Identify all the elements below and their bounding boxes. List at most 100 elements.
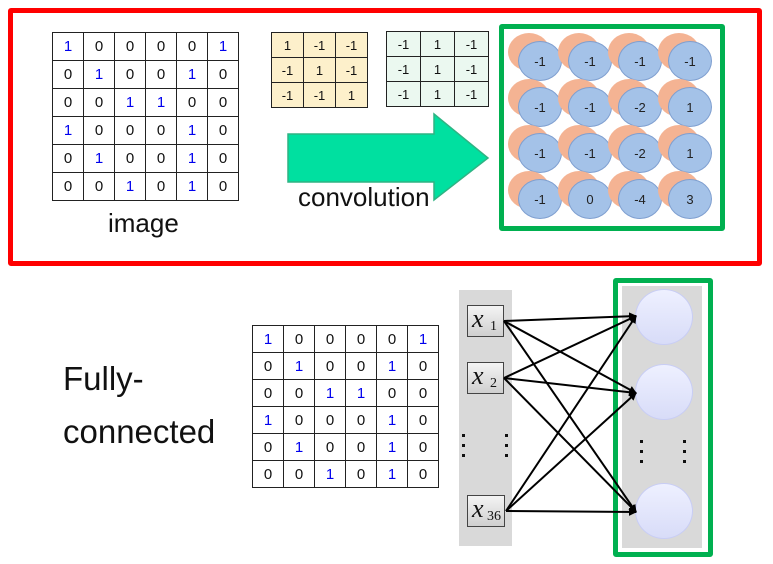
input-node-x2: x 2 bbox=[467, 361, 504, 394]
matrix-cell: 0 bbox=[83, 88, 115, 117]
feature-map-cell: -1 bbox=[558, 33, 612, 81]
matrix-cell: 0 bbox=[52, 88, 84, 117]
wire-x1-to-h0 bbox=[503, 315, 637, 379]
matrix-cell: 0 bbox=[283, 325, 315, 353]
feature-map-cell: 1 bbox=[658, 79, 712, 127]
matrix-cell: 0 bbox=[345, 352, 377, 380]
matrix-cell: 1 bbox=[176, 60, 208, 89]
input-ellipsis-left-icon bbox=[462, 434, 466, 464]
filter1-response-value: -1 bbox=[518, 87, 562, 127]
feature-map-cell: -1 bbox=[508, 125, 562, 173]
matrix-cell: 1 bbox=[176, 172, 208, 201]
filter1-response-value: 1 bbox=[668, 87, 712, 127]
filter1-response-value: -1 bbox=[618, 41, 662, 81]
matrix-cell: 0 bbox=[145, 60, 177, 89]
wire-x1-to-h2 bbox=[503, 377, 637, 513]
wire-x0-to-h0 bbox=[503, 312, 637, 322]
filter1-response-value: -1 bbox=[518, 133, 562, 173]
filter1-response-value: -4 bbox=[618, 179, 662, 219]
wire-x0-to-h1 bbox=[503, 320, 637, 394]
matrix-cell: 0 bbox=[83, 172, 115, 201]
feature-map-cell: -2 bbox=[608, 125, 662, 173]
filter1-response-value: -1 bbox=[568, 133, 612, 173]
feature-map-cell: -1 bbox=[508, 171, 562, 219]
filter1-response-value: -1 bbox=[568, 41, 612, 81]
matrix-cell: 0 bbox=[345, 325, 377, 353]
fully-connected-title-line1: Fully- bbox=[63, 360, 144, 397]
matrix-cell: 0 bbox=[207, 172, 239, 201]
matrix-cell: -1 bbox=[303, 82, 336, 108]
input-node-x1: x 1 bbox=[467, 304, 504, 337]
matrix-cell: 1 bbox=[52, 116, 84, 145]
matrix-cell: 0 bbox=[176, 32, 208, 61]
fully-connected-title-line2: connected bbox=[63, 413, 216, 450]
convolution-frame bbox=[8, 8, 762, 266]
filter1-response-value: -2 bbox=[618, 133, 662, 173]
wire-x2-to-h2 bbox=[505, 507, 637, 516]
input-node-x36: x 36 bbox=[467, 494, 505, 527]
matrix-cell: 0 bbox=[252, 460, 284, 488]
feature-map-cell: -1 bbox=[658, 33, 712, 81]
matrix-cell: -1 bbox=[386, 81, 421, 107]
matrix-cell: -1 bbox=[303, 32, 336, 58]
matrix-cell: 1 bbox=[314, 460, 346, 488]
feature-map-cell: -1 bbox=[508, 79, 562, 127]
matrix-cell: -1 bbox=[454, 31, 489, 57]
matrix-cell: 0 bbox=[376, 325, 408, 353]
matrix-cell: 0 bbox=[145, 172, 177, 201]
filter1-response-value: -1 bbox=[518, 179, 562, 219]
matrix-cell: 1 bbox=[420, 56, 455, 82]
matrix-cell: 1 bbox=[114, 172, 146, 201]
filter1-response-value: 1 bbox=[668, 133, 712, 173]
filter1-response-value: -2 bbox=[618, 87, 662, 127]
feature-map-cell: -1 bbox=[608, 33, 662, 81]
matrix-cell: -1 bbox=[454, 81, 489, 107]
wire-x2-to-h0 bbox=[505, 315, 637, 512]
matrix-cell: 1 bbox=[376, 433, 408, 461]
matrix-cell: 0 bbox=[407, 460, 439, 488]
matrix-cell: 0 bbox=[145, 144, 177, 173]
convolution-label: convolution bbox=[298, 182, 430, 212]
feature-map-cell: 3 bbox=[658, 171, 712, 219]
image-label: image bbox=[108, 208, 179, 238]
convolution-arrow-icon bbox=[287, 112, 490, 202]
matrix-cell: 1 bbox=[207, 32, 239, 61]
matrix-cell: 0 bbox=[283, 406, 315, 434]
matrix-cell: 0 bbox=[52, 144, 84, 173]
hidden-ellipsis-left-icon bbox=[640, 440, 644, 470]
matrix-cell: 1 bbox=[303, 57, 336, 83]
feature-map-cell: -1 bbox=[558, 125, 612, 173]
input-ellipsis-right-icon bbox=[505, 434, 509, 464]
matrix-cell: 1 bbox=[335, 82, 368, 108]
matrix-cell: 0 bbox=[314, 325, 346, 353]
feature-map-cell: -4 bbox=[608, 171, 662, 219]
hidden-node-1 bbox=[635, 289, 693, 345]
matrix-cell: 0 bbox=[407, 379, 439, 407]
feature-map-cell: 1 bbox=[658, 125, 712, 173]
feature-map-cell: 0 bbox=[558, 171, 612, 219]
matrix-cell: 0 bbox=[252, 379, 284, 407]
matrix-row: 1-1-1 bbox=[271, 32, 368, 58]
matrix-cell: 0 bbox=[252, 352, 284, 380]
matrix-cell: 1 bbox=[314, 379, 346, 407]
filter1-response-value: -1 bbox=[518, 41, 562, 81]
hidden-node-3 bbox=[635, 483, 693, 539]
wire-x2-to-h1 bbox=[505, 392, 637, 512]
matrix-cell: 1 bbox=[376, 460, 408, 488]
matrix-cell: 0 bbox=[207, 88, 239, 117]
matrix-cell: -1 bbox=[386, 56, 421, 82]
